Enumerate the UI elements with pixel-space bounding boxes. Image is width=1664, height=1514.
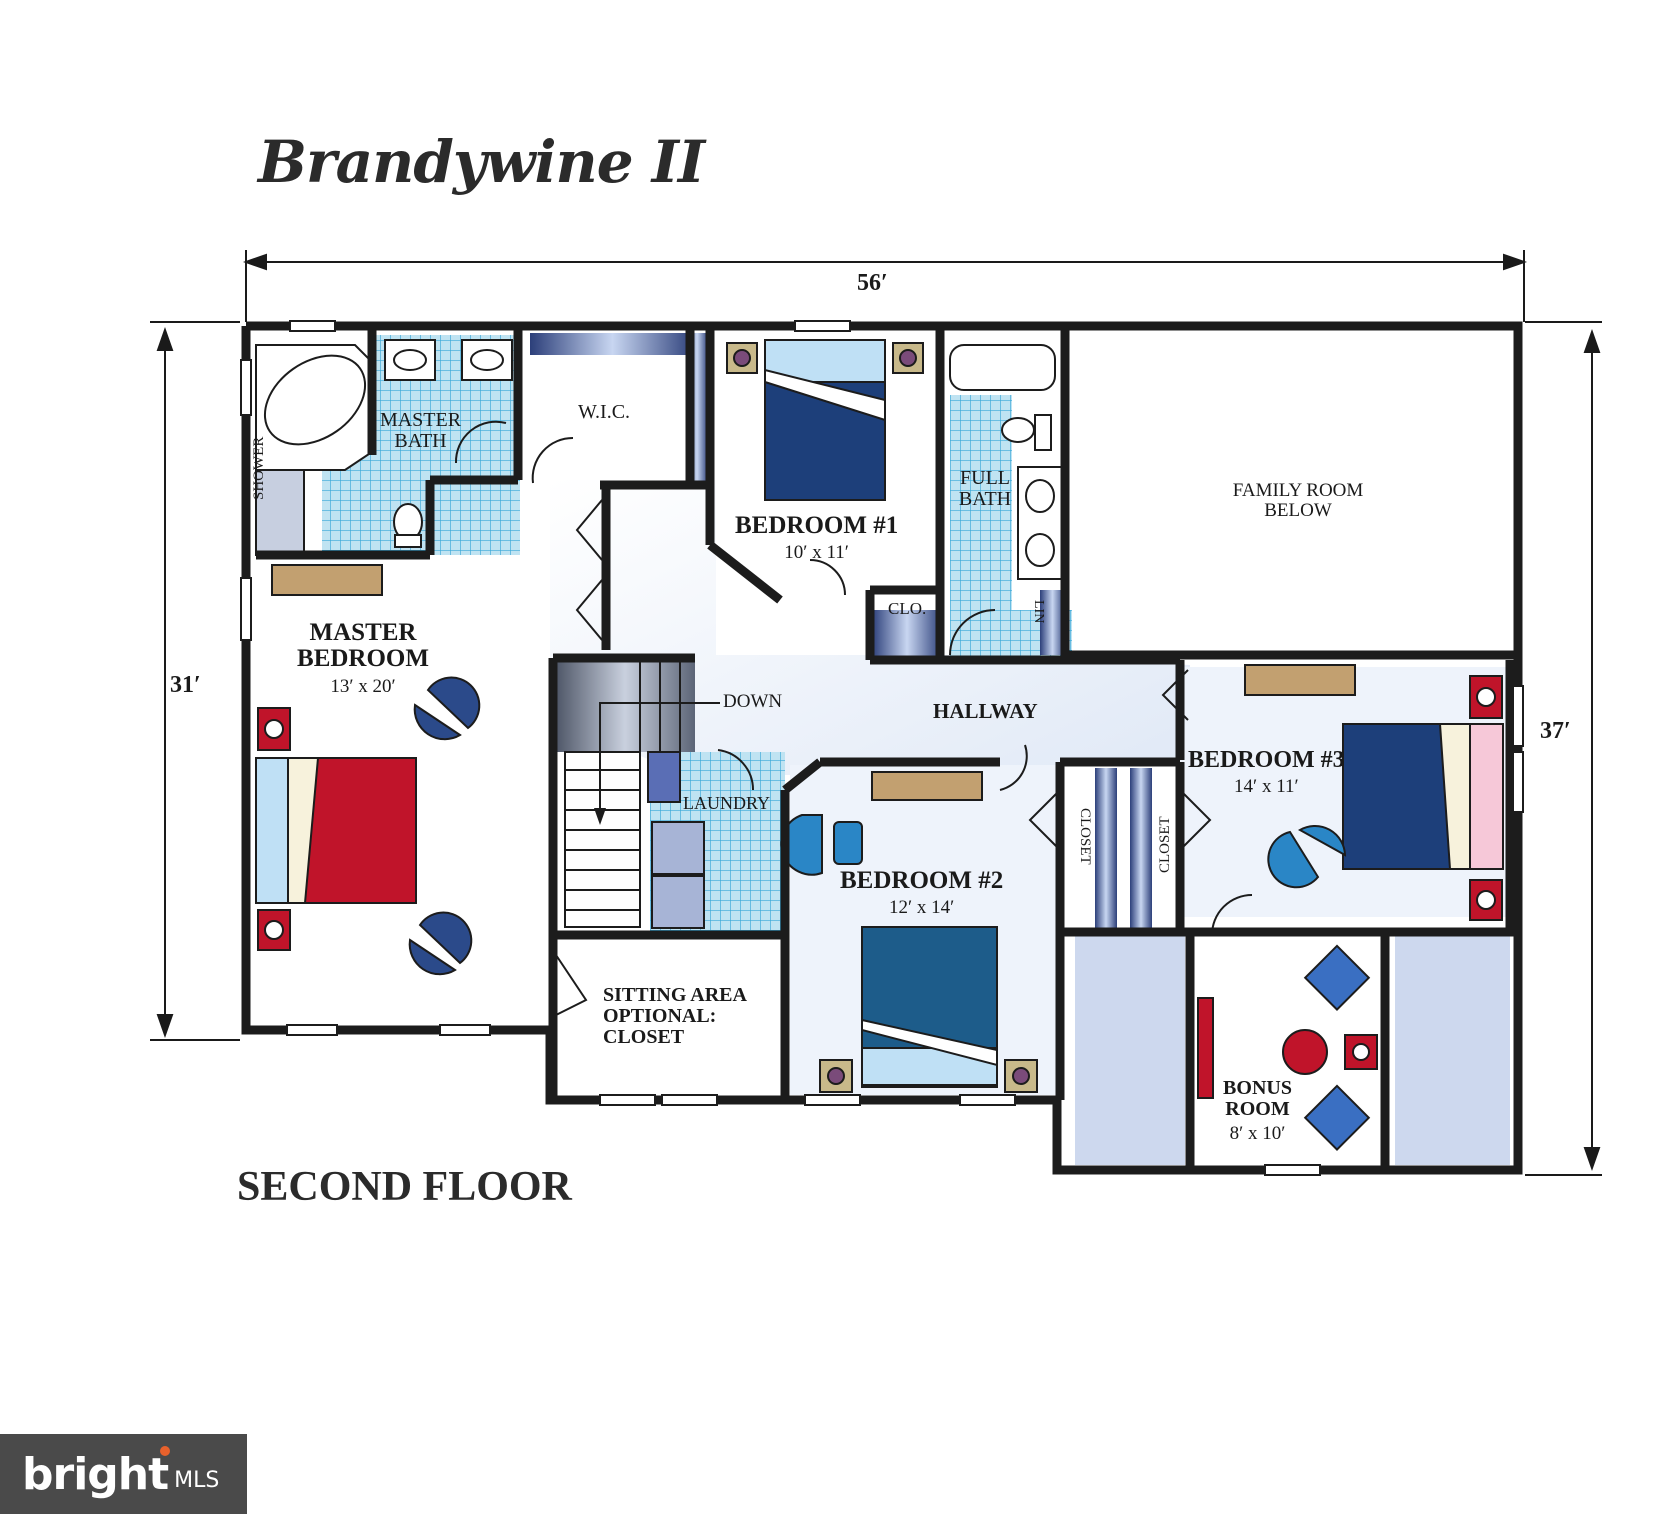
logo-suffix: MLS <box>174 1467 220 1493</box>
master-bed <box>255 564 417 951</box>
bedroom2-label: BEDROOM #2 12′ x 14′ <box>840 867 1004 919</box>
bedroom1-name: BEDROOM #1 <box>735 512 899 539</box>
bedroom3-furniture <box>1244 664 1504 921</box>
bath-fixtures <box>255 339 1063 580</box>
bedroom2-furniture <box>780 771 1038 1093</box>
width-dimension-label: 56′ <box>857 270 888 296</box>
down-label: DOWN <box>723 691 783 712</box>
laundry-label: LAUNDRY <box>683 793 771 813</box>
closet-left-label: CLOSET <box>1077 808 1093 865</box>
bedroom1-size: 10′ x 11′ <box>784 542 849 564</box>
full-bath-label: FULL BATH <box>958 467 1012 510</box>
master-bedroom-size: 13′ x 20′ <box>330 675 396 697</box>
left-depth-dimension <box>150 321 240 1041</box>
staircase <box>555 662 720 928</box>
bedroom2-size: 12′ x 14′ <box>888 897 955 919</box>
right-depth-dimension <box>1525 321 1602 1176</box>
shower-label: SHOWER <box>251 436 267 500</box>
right-depth-label: 37′ <box>1540 718 1571 744</box>
closet-right-label: CLOSET <box>1157 816 1173 873</box>
sitting-area-label: SITTING AREA OPTIONAL: CLOSET <box>603 984 746 1048</box>
bedroom3-size: 14′ x 11′ <box>1234 776 1299 798</box>
logo-dot <box>160 1446 170 1456</box>
bonus-furniture <box>1197 944 1378 1151</box>
clo-label: CLO. <box>888 599 927 618</box>
closet-shading <box>530 333 1152 928</box>
lin-label: LIN <box>1031 600 1046 624</box>
left-depth-label: 31′ <box>170 672 201 698</box>
bedroom3-label: BEDROOM #3 14′ x 11′ <box>1188 747 1345 798</box>
windows <box>240 320 1524 1176</box>
hallway-label: HALLWAY <box>933 699 1038 723</box>
family-room-label: FAMILY ROOM BELOW <box>1232 480 1364 521</box>
master-bedroom-label: MASTER BEDROOM 13′ x 20′ <box>288 619 438 697</box>
plan-title: Brandywine II <box>258 128 705 196</box>
bedroom2-name: BEDROOM #2 <box>840 867 1004 894</box>
bonus-room-size: 8′ x 10′ <box>1229 1123 1286 1144</box>
walls <box>241 321 1523 1175</box>
bright-mls-logo: bright MLS <box>0 1434 247 1514</box>
width-dimension <box>242 250 1528 322</box>
bedroom1-label: BEDROOM #1 10′ x 11′ <box>735 512 899 564</box>
master-chairs <box>408 676 481 976</box>
wic-label: W.I.C. <box>578 401 631 423</box>
master-bath-label: MASTER BATH <box>379 409 462 452</box>
master-bedroom-name: MASTER BEDROOM <box>297 619 429 673</box>
laundry-appliances <box>647 751 705 929</box>
door-swings <box>454 420 1253 1016</box>
bedroom3-name: BEDROOM #3 <box>1188 747 1345 773</box>
logo-word: bright <box>22 1448 169 1500</box>
floor-label: SECOND FLOOR <box>237 1164 572 1210</box>
bedroom1-bed <box>726 339 924 501</box>
bonus-room-name: BONUS ROOM <box>1223 1077 1292 1120</box>
bonus-room-label: BONUS ROOM 8′ x 10′ <box>1220 1078 1295 1144</box>
